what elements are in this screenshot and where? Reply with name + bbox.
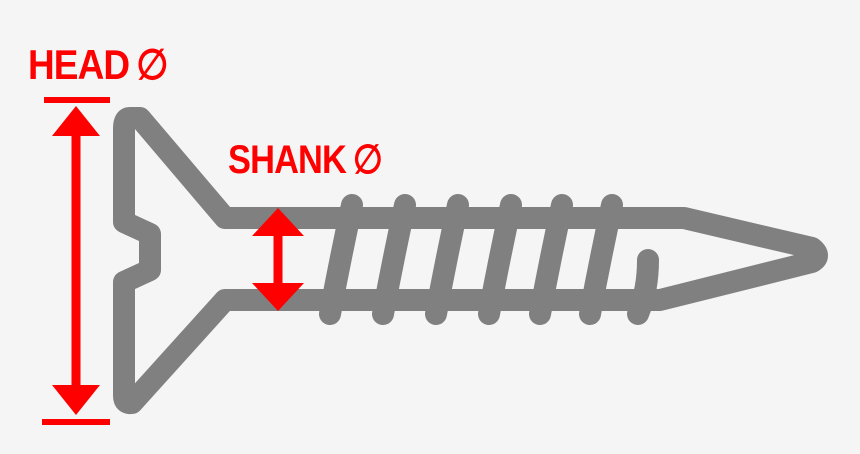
screw-thread: [529, 194, 573, 325]
diameter-symbol-icon: ∅: [352, 138, 383, 182]
screw-thread: [627, 249, 659, 325]
head-dimension-arrow-down: [52, 385, 100, 415]
screw-thread: [579, 194, 623, 325]
shank-dimension: [252, 208, 304, 311]
head-dimension-arrow-up: [52, 106, 100, 136]
screw-body-outline: [113, 107, 828, 415]
head-diameter-label: HEAD∅: [28, 44, 168, 86]
head-label-text: HEAD: [28, 41, 130, 88]
screw-thread: [319, 194, 363, 325]
shank-label-text: SHANK: [228, 138, 347, 182]
screw-thread: [425, 194, 469, 325]
screw-thread: [372, 194, 416, 325]
shank-dimension-arrow-up: [252, 208, 304, 236]
diameter-symbol-icon: ∅: [136, 41, 168, 88]
shank-diameter-label: SHANK∅: [228, 138, 383, 182]
screw-thread: [478, 194, 522, 325]
head-dimension: [42, 97, 110, 425]
shank-dimension-arrow-down: [252, 283, 304, 311]
screw-outline-icon: [113, 107, 828, 415]
